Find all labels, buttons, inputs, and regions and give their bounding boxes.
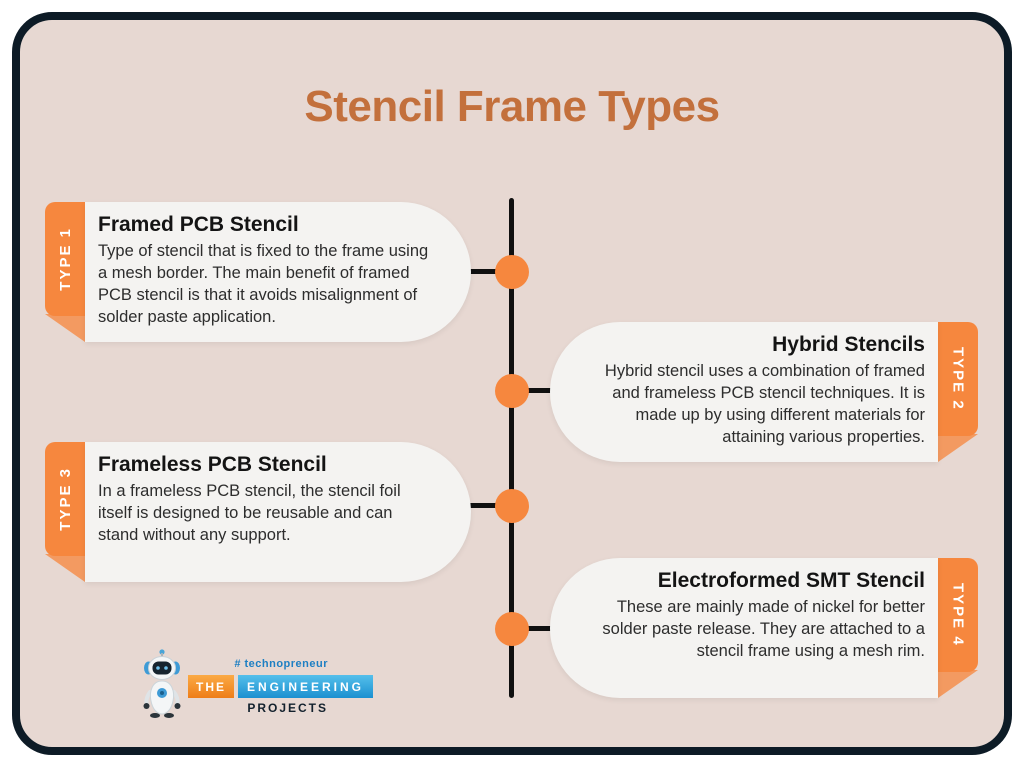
card-framed-pcb-stencil: Framed PCB Stencil Type of stencil that …	[85, 202, 471, 342]
card-description: Hybrid stencil uses a combination of fra…	[604, 362, 925, 446]
robot-mascot-icon	[143, 649, 181, 718]
card-hybrid-stencils: Hybrid Stencils Hybrid stencil uses a co…	[550, 322, 938, 462]
card-title: Electroformed SMT Stencil	[657, 569, 925, 592]
logo-projects-label: PROJECTS	[247, 701, 328, 715]
card-title: Frameless PCB Stencil	[98, 453, 327, 476]
timeline-dot-2	[495, 374, 529, 408]
timeline-connector-4	[512, 626, 552, 631]
page-title: Stencil Frame Types	[304, 82, 720, 131]
card-description: Type of stencil that is fixed to the fra…	[98, 242, 429, 326]
type-3-tab: TYPE 3	[45, 442, 85, 556]
logo-engineering-badge: ENGINEERING	[238, 675, 374, 698]
type-2-tab: TYPE 2	[938, 322, 978, 436]
card-title: Framed PCB Stencil	[98, 213, 299, 236]
timeline-dot-3	[495, 489, 529, 523]
timeline-line	[509, 198, 514, 698]
card-electroformed-smt-stencil: Electroformed SMT Stencil These are main…	[550, 558, 938, 698]
timeline-connector-1	[466, 269, 512, 274]
card-title: Hybrid Stencils	[772, 333, 925, 356]
logo-the-badge: THE	[188, 675, 234, 698]
type-2-tab-label: TYPE 2	[949, 347, 967, 411]
timeline-connector-2	[512, 388, 552, 393]
type-4-tab-label: TYPE 4	[949, 583, 967, 647]
card-frameless-pcb-stencil: Frameless PCB Stencil In a frameless PCB…	[85, 442, 471, 582]
type-1-tab-label: TYPE 1	[56, 227, 74, 291]
type-1-tab: TYPE 1	[45, 202, 85, 316]
timeline-dot-1	[495, 255, 529, 289]
card-description: In a frameless PCB stencil, the stencil …	[98, 482, 401, 544]
type-3-tab-label: TYPE 3	[56, 467, 74, 531]
engineering-projects-logo: # technopreneur THE ENGINEERING PROJECTS	[138, 646, 374, 718]
card-description: These are mainly made of nickel for bett…	[602, 598, 925, 660]
timeline-connector-3	[466, 503, 512, 508]
timeline-dot-4	[495, 612, 529, 646]
type-4-tab: TYPE 4	[938, 558, 978, 672]
logo-hashtag: # technopreneur	[234, 658, 328, 670]
